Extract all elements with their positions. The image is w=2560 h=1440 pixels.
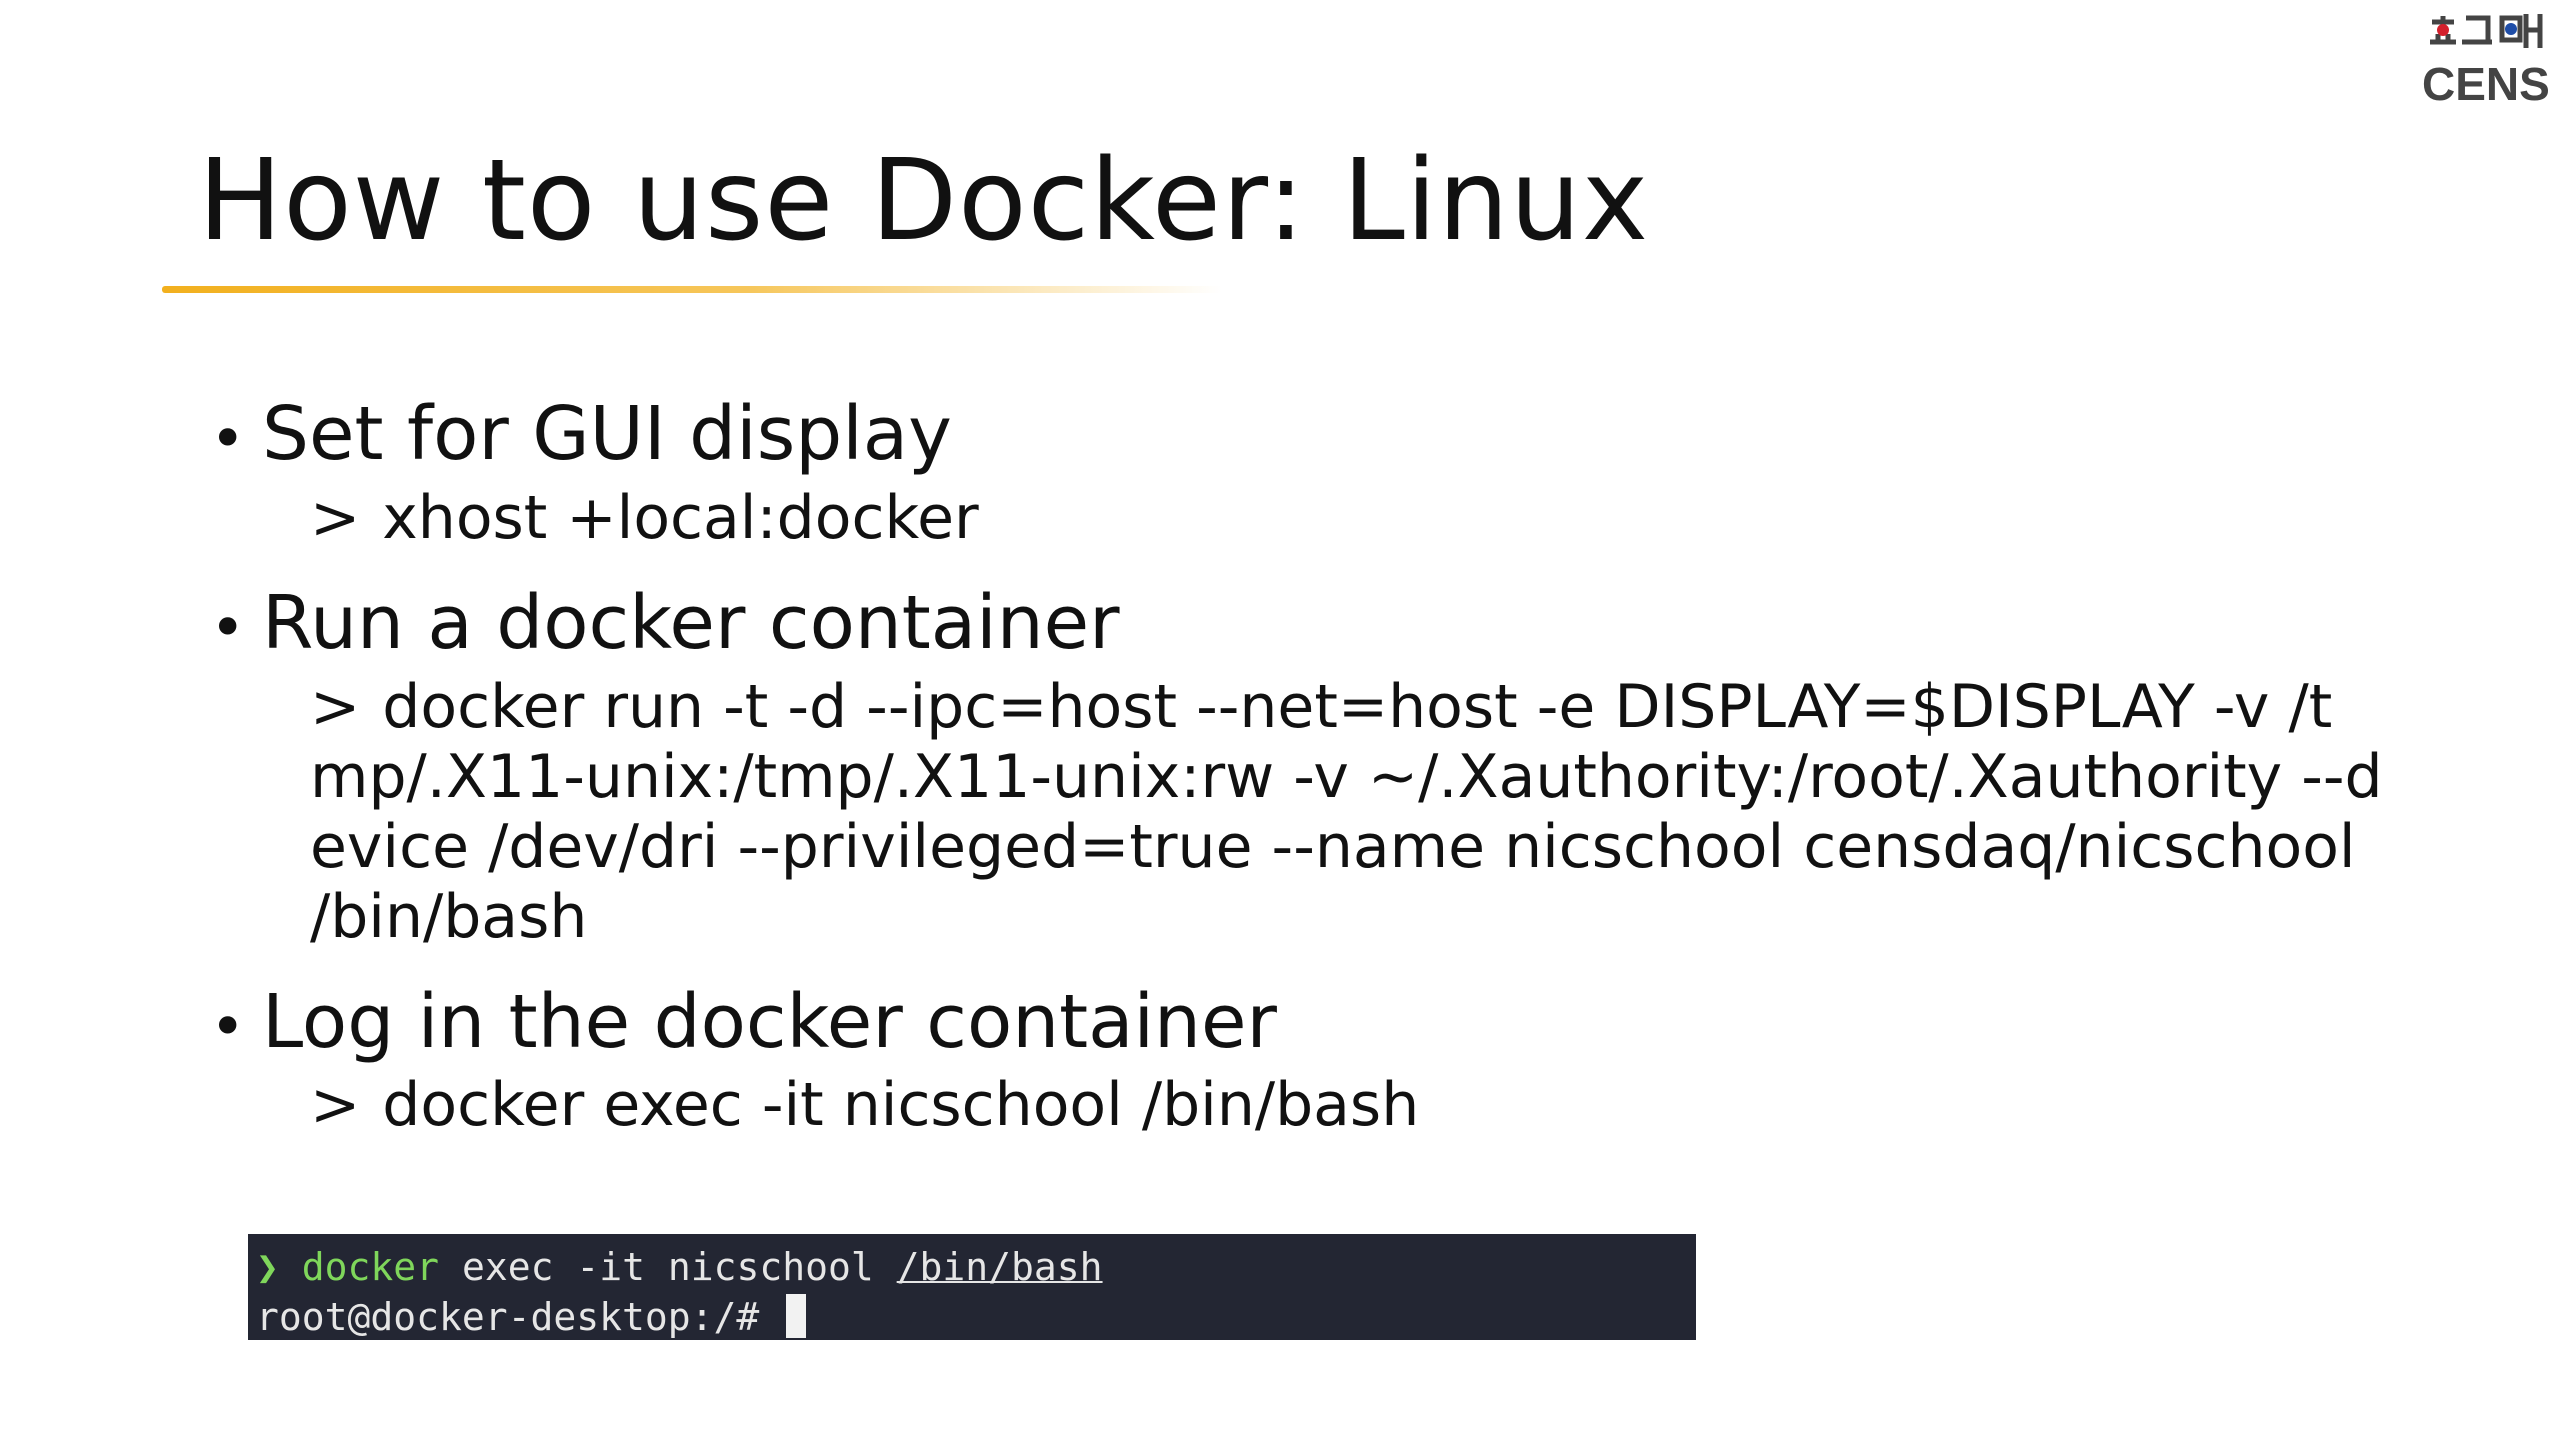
command-text: docker exec -it nicschool /bin/bash: [382, 1070, 1420, 1141]
bullet-marker: •: [210, 404, 246, 474]
logo-text: CENS: [2422, 58, 2550, 104]
bullet-label: Log in the docker container: [262, 978, 1277, 1065]
terminal-command-path: /bin/bash: [896, 1245, 1103, 1289]
terminal-command-name: docker: [301, 1245, 440, 1289]
bullet-list: • Set for GUI display > xhost +local:dock…: [210, 390, 2440, 1166]
terminal-shell-prompt: root@docker-desktop:/#: [256, 1295, 760, 1339]
command-text: xhost +local:docker: [382, 482, 979, 553]
title-underline: [162, 286, 1222, 293]
bullet-label: Set for GUI display: [262, 391, 952, 477]
bullet-marker: •: [210, 991, 246, 1062]
cens-logo: CENS: [2422, 8, 2552, 104]
command-line: >docker run -t -d --ipc=host --net=host …: [310, 672, 2390, 952]
terminal-line-2: root@docker-desktop:/#: [256, 1292, 1688, 1342]
bullet-marker: •: [210, 592, 246, 663]
command-prompt: >: [310, 1070, 361, 1141]
terminal-cursor: [786, 1294, 807, 1338]
command-line: > docker exec -it nicschool /bin/bash: [310, 1070, 2440, 1140]
bullet-item: • Run a docker container >docker run -t …: [210, 579, 2440, 952]
command-prompt: >: [310, 482, 361, 553]
bullet-item: • Log in the docker container > docker ex…: [210, 978, 2440, 1141]
terminal-line-1: ❯ docker exec -it nicschool /bin/bash: [256, 1242, 1688, 1292]
bullet-label: Run a docker container: [262, 579, 1120, 666]
terminal-prompt-icon: ❯: [256, 1245, 279, 1289]
command-prompt: >: [310, 671, 361, 742]
bullet-item: • Set for GUI display > xhost +local:dock…: [210, 390, 2440, 553]
page-title: How to use Docker: Linux: [198, 136, 1650, 266]
terminal-command-args: exec -it nicschool: [461, 1245, 874, 1289]
command-line: > xhost +local:docker: [310, 483, 2440, 553]
cens-logo-graphic: CENS: [2422, 14, 2550, 104]
command-text: docker run -t -d --ipc=host --net=host -…: [310, 671, 2383, 952]
